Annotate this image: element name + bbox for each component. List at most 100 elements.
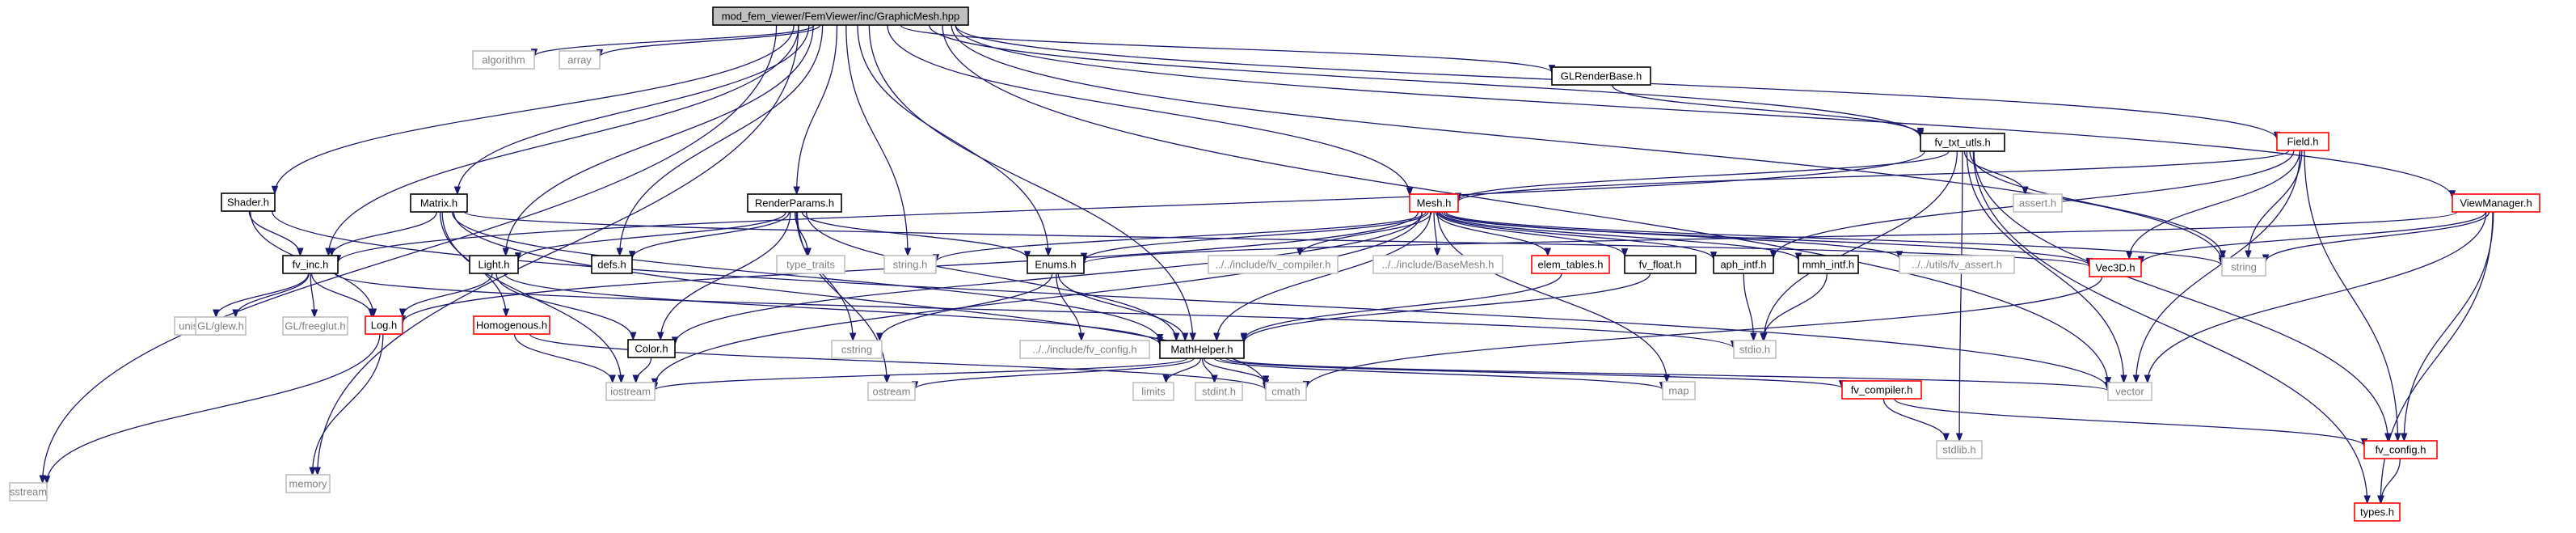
edge-mathhelper-to-cmath	[1204, 357, 1270, 385]
node-matrixh[interactable]: Matrix.h	[410, 193, 468, 213]
node-box	[469, 255, 519, 274]
node-aphintf[interactable]: aph_intf.h	[1713, 255, 1774, 274]
node-label: sstream	[10, 486, 47, 498]
edge-matrixh-to-fvinc	[328, 211, 437, 257]
node-renderparams[interactable]: RenderParams.h	[747, 193, 842, 213]
node-label: aph_intf.h	[1720, 259, 1766, 271]
node-mathhelper[interactable]: MathHelper.h	[1159, 340, 1245, 359]
node-box	[1409, 193, 1459, 213]
node-label: RenderParams.h	[755, 197, 834, 209]
node-elemtables[interactable]: elem_tables.h	[1531, 255, 1610, 274]
node-lighth[interactable]: Light.h	[469, 255, 519, 274]
node-fvconfig[interactable]: fv_config.h	[2363, 440, 2438, 459]
edge-graphicmesh-to-lighth	[502, 24, 814, 257]
node-typesh[interactable]: types.h	[2354, 502, 2401, 522]
node-box	[1019, 340, 1150, 359]
edge-graphicmesh-to-stringh	[845, 24, 912, 257]
node-label: type_traits	[786, 259, 835, 271]
node-box	[2452, 193, 2540, 213]
node-colorh[interactable]: Color.h	[627, 339, 676, 358]
node-box	[2221, 257, 2266, 277]
edge-graphicmesh-to-string	[951, 24, 2226, 264]
node-label: fv_txt_utls.h	[1934, 137, 1990, 149]
node-fvcompiler[interactable]: fv_compiler.h	[1841, 380, 1922, 400]
node-box	[9, 482, 48, 501]
node-box	[1195, 382, 1243, 401]
node-label: stdint.h	[1202, 386, 1236, 398]
node-graphicmesh[interactable]: mod_fem_viewer/FemViewer/inc/GraphicMesh…	[712, 6, 969, 26]
edge-fvinc-to-unistd	[213, 273, 310, 319]
edge-meshh-to-mathhelper	[1213, 211, 1431, 342]
edge-fvtxtutls-to-string	[1969, 150, 2227, 260]
node-label: types.h	[2360, 506, 2394, 518]
node-viewmanager[interactable]: ViewManager.h	[2452, 193, 2540, 213]
node-string: string	[2221, 257, 2266, 277]
node-box	[2089, 258, 2142, 277]
node-glfreeglut: GL/freeglut.h	[282, 316, 348, 336]
node-logh[interactable]: Log.h	[365, 315, 403, 335]
node-box	[1132, 382, 1174, 401]
edge-viewmanager-to-vec3d	[2137, 211, 2486, 265]
edge-fieldh-to-vector	[2132, 150, 2301, 384]
edge-graphicmesh-to-enumsh	[857, 24, 1052, 257]
node-fvinc[interactable]: fv_inc.h	[282, 255, 339, 274]
node-homogenous[interactable]: Homogenous.h	[473, 315, 550, 335]
edge-meshh-to-iostream	[651, 211, 1423, 387]
node-ostream: ostream	[867, 382, 916, 401]
edge-graphicmesh-to-renderparams	[793, 24, 838, 196]
nodes-layer: mod_fem_viewer/FemViewer/inc/GraphicMesh…	[9, 6, 2540, 522]
edge-meshh-to-stringh	[932, 211, 1427, 264]
node-box	[1936, 440, 1983, 459]
node-label: Enums.h	[1035, 259, 1076, 271]
node-label: vector	[2115, 386, 2144, 398]
node-glglew: GL/glew.h	[195, 316, 247, 336]
node-map: map	[1662, 381, 1696, 400]
node-stringh: string.h	[883, 255, 937, 274]
node-enumsh[interactable]: Enums.h	[1027, 255, 1085, 274]
edge-fvconfig-to-typesh	[2377, 458, 2401, 505]
node-label: Color.h	[635, 343, 668, 355]
node-box	[221, 192, 276, 212]
edge-graphicmesh-to-mathhelper	[868, 24, 1196, 342]
node-label: mmh_intf.h	[1802, 259, 1854, 271]
node-vec3d[interactable]: Vec3D.h	[2089, 258, 2142, 277]
node-fvtxtutls[interactable]: fv_txt_utls.h	[1920, 133, 2005, 152]
edge-viewmanager-to-typesh	[2377, 211, 2494, 505]
node-box	[285, 474, 331, 493]
node-glrenderbase[interactable]: GLRenderBase.h	[1551, 66, 1651, 86]
edge-enumsh-to-mathhelper	[1057, 273, 1189, 342]
edge-fieldh-to-string	[2245, 150, 2303, 260]
node-fvfloat[interactable]: fv_float.h	[1624, 255, 1697, 274]
node-typetraits: type_traits	[776, 255, 845, 274]
node-box	[1159, 340, 1245, 359]
node-shader[interactable]: Shader.h	[221, 192, 276, 212]
node-mmhintf[interactable]: mmh_intf.h	[1798, 255, 1859, 274]
node-label: Field.h	[2287, 136, 2318, 148]
edge-lighth-to-logh	[398, 273, 493, 318]
node-box	[1733, 340, 1777, 359]
edge-fieldh-to-vec3d	[2126, 150, 2300, 260]
edge-logh-to-sstream	[43, 333, 381, 485]
edge-renderparams-to-enumsh	[801, 211, 1031, 260]
node-label: memory	[289, 478, 327, 490]
edge-aphintf-to-stdioh	[1743, 273, 1757, 342]
node-fieldh[interactable]: Field.h	[2276, 132, 2329, 151]
node-label: array	[567, 54, 592, 66]
edge-fieldh-to-fvconfig	[2304, 150, 2401, 442]
node-memory: memory	[285, 474, 331, 493]
edge-logh-to-memory	[309, 333, 384, 476]
node-defsh[interactable]: defs.h	[591, 255, 633, 274]
node-stdioh: stdio.h	[1733, 340, 1777, 359]
node-label: Log.h	[371, 319, 398, 332]
edge-fvcompiler-to-stdlibh	[1882, 398, 1950, 442]
edge-lighth-to-colorh	[495, 273, 637, 341]
edge-graphicmesh-to-shader	[271, 24, 795, 195]
node-label: assert.h	[2019, 197, 2056, 209]
node-label: string.h	[893, 259, 928, 271]
node-label: Matrix.h	[420, 197, 457, 209]
edge-meshh-to-fvassert	[1441, 211, 1904, 260]
node-meshh[interactable]: Mesh.h	[1409, 193, 1459, 213]
node-box	[559, 50, 601, 70]
node-label: Shader.h	[227, 197, 269, 209]
